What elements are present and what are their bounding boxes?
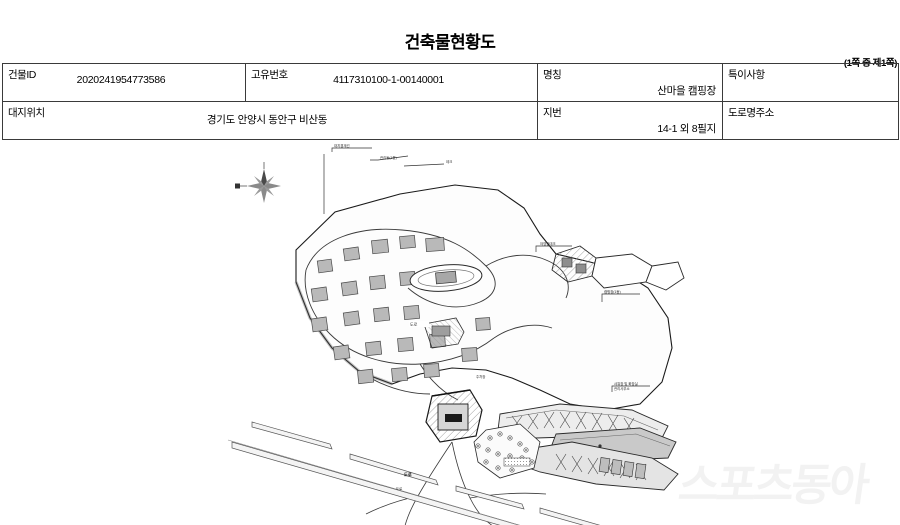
svg-text:주차장: 주차장 <box>476 374 485 379</box>
callout-label-text: 대지경계선 관리동(1층) 데크 야영장데크 캠핑장(1동) 샤워장 및 화장실… <box>334 143 638 491</box>
main-building-label-box <box>445 414 462 422</box>
svg-text:데크: 데크 <box>446 159 452 164</box>
compass-north-icon <box>235 162 281 203</box>
mid-structure-cluster <box>423 317 465 349</box>
cell-lot-number: 지번 14-1 외 8필지 <box>537 101 723 140</box>
campsite-pads <box>310 234 491 385</box>
svg-text:샤워장 및 화장실: 샤워장 및 화장실 <box>614 381 638 386</box>
table-row: 건물ID 2020241954773586 고유번호 4117310100-1-… <box>2 63 899 102</box>
svg-text:야영장데크: 야영장데크 <box>540 241 556 246</box>
road-label-tag: 도로 <box>409 321 429 327</box>
table-row: 대지위치 경기도 안양시 동안구 비산동 지번 14-1 외 8필지 도로명주소 <box>2 101 899 140</box>
cell-road-address: 도로명주소 <box>722 101 899 140</box>
cell-unique-number: 고유번호 4117310100-1-00140001 <box>245 63 538 102</box>
parcel-boundary <box>295 184 673 411</box>
cell-building-id: 건물ID 2020241954773586 <box>2 63 246 102</box>
label-lot-number: 지번 <box>543 107 562 119</box>
label-name: 명칭 <box>543 69 562 81</box>
value-lot-number: 14-1 외 8필지 <box>657 123 716 135</box>
terraced-complex <box>473 403 679 491</box>
cell-site-location: 대지위치 경기도 안양시 동안구 비산동 <box>2 101 538 140</box>
svg-text:관리동(1층): 관리동(1층) <box>380 155 397 160</box>
svg-text:캠핑장(1동): 캠핑장(1동) <box>604 289 621 294</box>
value-name: 산마을 캠핑장 <box>657 85 716 97</box>
value-building-id: 2020241954773586 <box>76 74 166 86</box>
site-plan-drawing: 대지경계선 관리동(1층) 데크 야영장데크 캠핑장(1동) 샤워장 및 화장실… <box>0 142 900 525</box>
cell-remarks: 특이사항 <box>722 63 899 102</box>
callout-annotations <box>323 147 650 392</box>
svg-text:도로: 도로 <box>410 322 418 327</box>
svg-text:대지경계선: 대지경계선 <box>334 143 350 148</box>
label-site-location: 대지위치 <box>8 107 45 119</box>
svg-text:관리사무소: 관리사무소 <box>614 386 630 391</box>
center-deck <box>409 264 483 292</box>
svg-text:도로: 도로 <box>404 471 412 477</box>
cell-name: 명칭 산마을 캠핑장 <box>537 63 723 102</box>
building-info-table: 건물ID 2020241954773586 고유번호 4117310100-1-… <box>2 63 899 140</box>
page-title: 건축물현황도 <box>404 33 496 52</box>
label-road-address: 도로명주소 <box>728 107 774 119</box>
label-building-id: 건물ID <box>8 69 36 81</box>
main-building <box>425 389 483 443</box>
label-remarks: 특이사항 <box>728 69 765 81</box>
label-unique-number: 고유번호 <box>251 69 288 81</box>
value-unique-number: 4117310100-1-00140001 <box>333 74 444 86</box>
svg-text:도로: 도로 <box>396 487 402 491</box>
road-center-label: 도로 <box>404 471 412 477</box>
internal-paths <box>304 228 569 401</box>
value-site-location: 경기도 안양시 동안구 비산동 <box>206 114 328 126</box>
right-upper-structures <box>551 245 685 291</box>
